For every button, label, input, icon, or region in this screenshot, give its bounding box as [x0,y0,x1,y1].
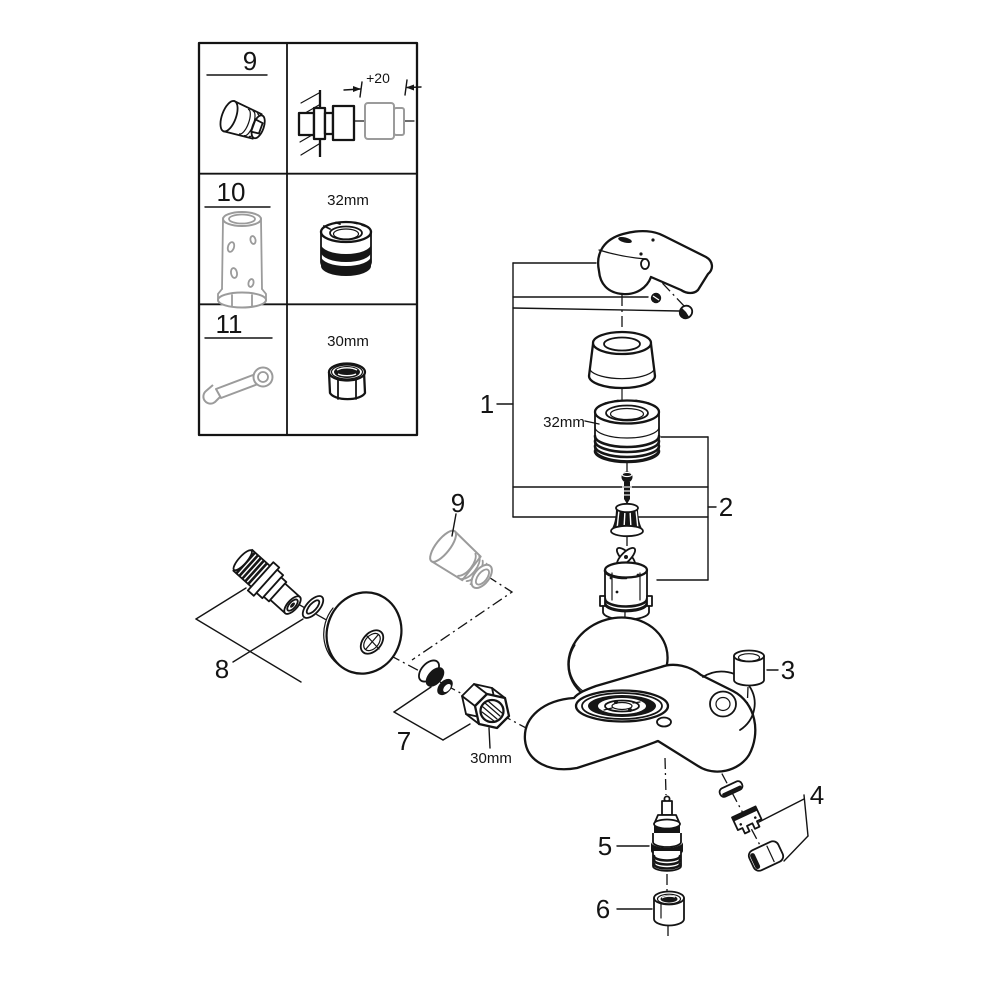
hex-nut-size-label: 30mm [327,333,369,350]
cap-nut-size-label: 32mm [327,192,369,209]
mounting-socket-icon [217,211,267,309]
diverter-service-set [718,780,785,872]
s-union [232,548,302,615]
table-row-11: 11 30mm [202,309,369,405]
temp-indicator-slot [618,236,632,244]
handle-screw-hole [640,258,650,270]
handle-plug [678,304,694,320]
plug-axis [746,686,749,713]
check-valve [418,659,453,696]
callout-7: 7 [397,726,411,756]
bracket-8 [195,587,304,683]
tool-number-10: 10 [217,177,246,207]
dimension-labels: 32mm 30mm [470,414,585,767]
dimension-plus20: +20 [343,70,422,98]
callout-8: 8 [215,654,229,684]
extension-ghost-fitting [364,102,405,140]
callout-bracket-1 [496,262,709,518]
table-row-9: 9 [206,46,422,157]
bracket-7 [393,686,471,741]
tool-number-11: 11 [216,309,243,339]
diverter-screw-plug [653,890,685,927]
leader-32mm [584,420,600,425]
body-flange-ribs [574,689,670,723]
cartridge [599,547,653,621]
callout-5: 5 [598,831,612,861]
retaining-clip [731,805,763,835]
escutcheon [323,591,403,675]
callout-2: 2 [719,492,733,522]
callout-4: 4 [810,780,824,810]
diverter-valve [651,795,683,872]
shower-outlet-bore [709,690,737,718]
cap-sleeve [587,330,657,390]
dimension-label: +20 [366,70,390,86]
outlet-plug [733,649,765,687]
tools-table: 9 [197,41,422,437]
cartridge-tab-left [599,595,606,607]
cartridge-tab-right [646,595,653,607]
callout-leaders [195,420,809,910]
union-nut-dimension: 30mm [470,750,512,767]
handle-screw [650,292,662,304]
diverter-port-hole [656,716,672,728]
callout-6: 6 [596,894,610,924]
table-row-10: 10 32mm [204,177,373,309]
callout-3: 3 [781,655,795,685]
hex-nut-icon [327,362,367,401]
cap-nut-32mm [593,399,661,464]
callout-numbers: 1 2 3 4 5 6 7 8 9 [215,389,824,924]
cap-nut-dimension: 32mm [543,414,585,431]
lever-handle [596,229,714,296]
callout-1: 1 [480,389,494,419]
extension-adapter-icon [219,100,266,140]
callout-9: 9 [451,488,465,518]
faucet-body [523,616,757,773]
installed-fitting [297,104,356,142]
extension-axis [411,575,514,661]
adapter-knob [610,502,644,538]
bracket-4 [758,794,809,862]
extension-adapter [429,529,493,589]
union-seal-washer [301,595,325,619]
fixing-screw [621,471,633,504]
cover-cap [747,840,785,872]
leader-30mm [488,727,491,749]
wall-extension-diagram: +20 [297,70,422,157]
union-nut-30mm [461,683,511,730]
leader-9 [451,513,457,537]
open-end-wrench-icon [202,366,274,405]
tool-number-9: 9 [243,46,257,76]
pin [718,780,744,798]
cap-nut-icon [319,220,373,276]
callout-bracket-2 [656,436,717,581]
